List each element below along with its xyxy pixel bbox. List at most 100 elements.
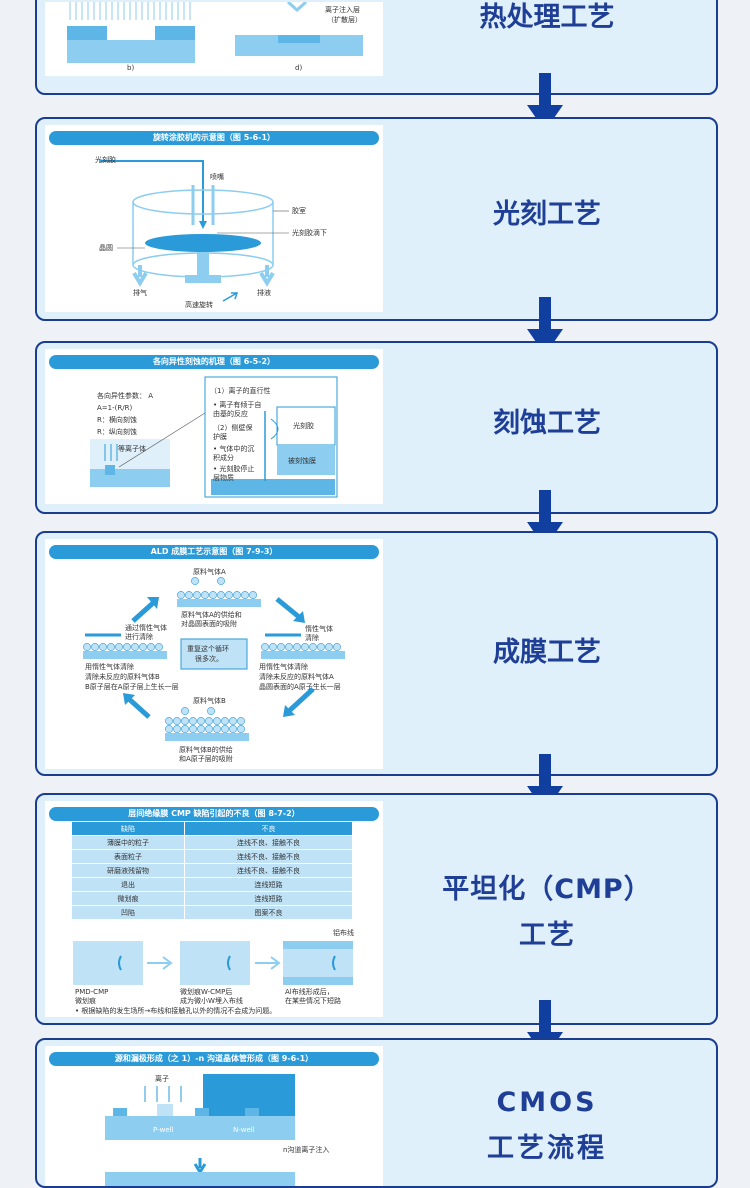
gas-a-label: 原料气体A <box>193 568 226 576</box>
ions-label: 离子 <box>155 1075 169 1083</box>
purge-right: 清除 <box>305 634 319 642</box>
cmp-defect-illustration <box>73 941 353 985</box>
drip-label: 光刻胶滴下 <box>292 229 327 237</box>
exhaust-label: 排气 <box>133 289 147 297</box>
caption-d: d) <box>295 64 303 72</box>
diagram-title: 各向异性刻蚀的机理（图 6-5-2） <box>49 355 379 369</box>
caption-1: PMD-CMP <box>75 988 109 996</box>
step-card-photolithography: 旋转涂胶机的示意图（图 5-6-1） 光刻胶 喷嘴 胶室 光刻胶滴下 晶圆 排气… <box>35 117 718 321</box>
chamber-label: 胶室 <box>292 207 306 215</box>
caption-1: 微划痕 <box>75 997 96 1005</box>
left-desc: B原子层在A原子层上生长一层 <box>85 683 179 691</box>
right-desc: 晶圆表面的A原子生长一层 <box>259 683 341 691</box>
mechanism-item: 护膜 <box>213 433 227 441</box>
cmos-diagram: 源和漏极形成（之 1）-n 沟道晶体管形成（图 9-6-1） 离子 P-well… <box>45 1046 383 1186</box>
diagram-title: 层间绝缘膜 CMP 缺陷引起的不良（图 8-7-2） <box>49 807 379 821</box>
ald-cycle-illustration <box>83 577 345 741</box>
vertical-etch: R：纵向刻蚀 <box>97 428 137 436</box>
step-label-etching: 刻蚀工艺 <box>493 408 601 439</box>
spin-coater-illustration <box>100 160 289 302</box>
right-desc: 清除未反应的原料气体A <box>259 673 334 681</box>
anisotropy-parameter: 各向异性参数： A <box>97 392 154 400</box>
heat-treatment-diagram: b) d) 离子注入层 （扩散层） <box>45 2 383 76</box>
table-row: 表面粒子连线不良、接触不良 <box>71 849 354 864</box>
caption-b: b) <box>127 64 135 72</box>
caption-2: 成为微小W埋入布线 <box>180 997 243 1005</box>
table-cell: 微划痕 <box>71 891 185 906</box>
down-arrow-icon <box>527 73 563 131</box>
gas-b-label: 原料气体B <box>193 697 226 705</box>
step-card-cmos: 源和漏极形成（之 1）-n 沟道晶体管形成（图 9-6-1） 离子 P-well… <box>35 1038 718 1188</box>
repeat-note: 很多次。 <box>195 655 223 663</box>
diagram-title: ALD 成膜工艺示意图（图 7-9-3） <box>49 545 379 559</box>
lateral-etch: R：横向刻蚀 <box>97 416 137 424</box>
down-arrow-icon <box>527 297 563 355</box>
purge-left: 通过惰性气体 <box>125 624 167 632</box>
footnote: • 根据缺陷的发生场所→布线和接触孔以外的情况不会成为问题。 <box>75 1007 277 1015</box>
step-label-heat-treatment: 热处理工艺 <box>479 2 615 33</box>
left-desc: 用惰性气体清除 <box>85 663 134 671</box>
diagram-title: 旋转涂胶机的示意图（图 5-6-1） <box>49 131 379 145</box>
caption-3: Al布线形成后， <box>285 988 334 996</box>
ald-diagram: ALD 成膜工艺示意图（图 7-9-3） <box>45 539 383 769</box>
step-label-cmos: CMOS 工艺流程 <box>487 1087 607 1164</box>
table-cell: 退出 <box>71 877 185 892</box>
gas-a-desc: 原料气体A的供给和 <box>181 611 242 619</box>
implant-label: n沟道离子注入 <box>283 1146 330 1154</box>
mechanism-item: 层物质 <box>213 474 234 482</box>
defect-table: 缺陷 不良 薄膜中的粒子连线不良、接触不良 表面粒子连线不良、接触不良 研磨液残… <box>71 821 354 920</box>
etched-film-label: 被刻蚀膜 <box>288 457 316 465</box>
table-header: 缺陷 <box>71 821 185 836</box>
table-row: 凹陷图案不良 <box>71 905 354 920</box>
photoresist-block-label: 光刻胶 <box>293 422 314 430</box>
purge-left: 进行清除 <box>125 633 153 641</box>
rotation-label: 高速旋转 <box>185 301 213 309</box>
table-header: 不良 <box>183 821 354 836</box>
right-desc: 用惰性气体清除 <box>259 663 308 671</box>
wiring-label: 铝布线 <box>333 929 354 937</box>
table-row: 微划痕连线短路 <box>71 891 354 906</box>
nozzle-label: 喷嘴 <box>210 173 224 181</box>
gas-a-desc: 对晶圆表面的吸附 <box>181 620 237 628</box>
photoresist-label: 光刻胶 <box>95 156 116 164</box>
cmos-illustration <box>105 1074 295 1186</box>
diagram-title: 源和漏极形成（之 1）-n 沟道晶体管形成（图 9-6-1） <box>49 1052 379 1066</box>
mechanism-item: 由基的反应 <box>213 410 248 418</box>
implant-layer-label: 离子注入层 <box>325 6 360 14</box>
purge-right: 惰性气体 <box>305 625 333 633</box>
step-card-cmp: 层间绝缘膜 CMP 缺陷引起的不良（图 8-7-2） 缺陷 不良 薄膜中的粒子连… <box>35 793 718 1025</box>
gas-b-desc: 和A原子层的吸附 <box>179 755 233 763</box>
cmp-diagram: 层间绝缘膜 CMP 缺陷引起的不良（图 8-7-2） 缺陷 不良 薄膜中的粒子连… <box>45 801 383 1017</box>
caption-2: 微划痕W-CMP后 <box>180 988 233 996</box>
nwell-label: N-well <box>233 1126 255 1134</box>
step-card-heat-treatment: b) d) 离子注入层 （扩散层） 热处理工艺 <box>35 0 718 95</box>
table-row: 研磨液残留物连线不良、接触不良 <box>71 863 354 878</box>
table-cell: 图案不良 <box>183 905 354 920</box>
step-card-deposition: ALD 成膜工艺示意图（图 7-9-3） <box>35 531 718 776</box>
table-cell: 研磨液残留物 <box>71 863 185 878</box>
caption-3: 在某些情况下短路 <box>285 997 341 1005</box>
mechanism-item: • 离子有倾于自 <box>213 401 262 409</box>
step-label-photolithography: 光刻工艺 <box>493 199 601 230</box>
step-card-etching: 各向异性刻蚀的机理（图 6-5-2） 各向异性参数： A A=1-(R/R) R… <box>35 341 718 514</box>
repeat-note: 重复这个循环 <box>187 645 229 653</box>
table-cell: 连线不良、接触不良 <box>183 835 354 850</box>
mechanism-item: • 气体中的沉 <box>213 445 255 453</box>
mechanism-item: • 光刻胶停止 <box>213 465 255 473</box>
step-label-deposition: 成膜工艺 <box>493 637 601 668</box>
photolithography-diagram: 旋转涂胶机的示意图（图 5-6-1） 光刻胶 喷嘴 胶室 光刻胶滴下 晶圆 排气… <box>45 125 383 312</box>
drain-label: 排液 <box>257 289 271 297</box>
table-cell: 连线短路 <box>183 891 354 906</box>
table-row: 薄膜中的粒子连线不良、接触不良 <box>71 835 354 850</box>
anisotropic-etch-illustration <box>90 376 338 498</box>
mechanism-item: 积成分 <box>213 454 234 462</box>
etching-diagram: 各向异性刻蚀的机理（图 6-5-2） 各向异性参数： A A=1-(R/R) R… <box>45 349 383 504</box>
implant-layer-sublabel: （扩散层） <box>327 16 362 24</box>
mechanism-item: （2）侧壁保 <box>213 424 253 432</box>
step-label-cmp: 平坦化（CMP） 工艺 <box>442 874 652 951</box>
table-cell: 表面粒子 <box>71 849 185 864</box>
heat-treatment-illustration <box>67 2 363 63</box>
gas-b-desc: 原料气体B的供给 <box>179 746 233 754</box>
plasma-label: 等离子体 <box>118 445 146 453</box>
wafer-label: 晶圆 <box>99 244 113 252</box>
